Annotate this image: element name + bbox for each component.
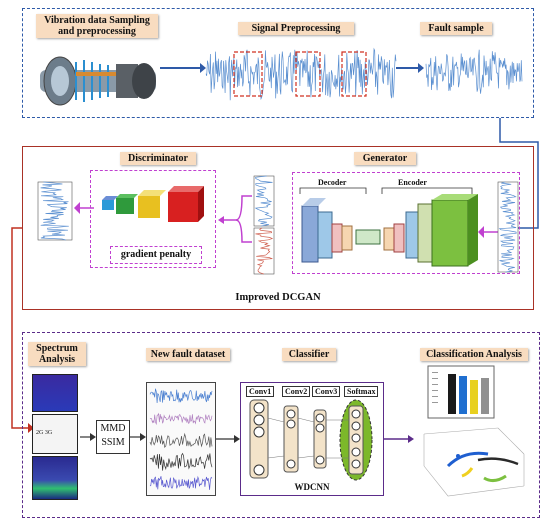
spectrum-analysis-tag: Spectrum Analysis	[28, 342, 86, 366]
classifier-tag: Classifier	[282, 348, 336, 361]
arrow-to-mmd	[80, 433, 96, 441]
dcgan-panel	[22, 146, 534, 310]
generated-signal	[253, 227, 275, 275]
encoder-label: Encoder	[398, 178, 427, 187]
softmax-label: Softmax	[344, 386, 379, 397]
dcgan-title: Improved DCGAN	[235, 292, 321, 303]
spectrum-image-1	[32, 374, 78, 412]
arrow-to-dataset	[130, 433, 146, 441]
mmd-label: MMD	[100, 423, 126, 434]
encoder-decoder-brackets	[299, 187, 473, 194]
arrow-to-analysis	[384, 435, 414, 443]
discriminator-tag: Discriminator	[120, 152, 196, 165]
conv2-label: Conv2	[282, 386, 311, 397]
feature-scatter-plot	[423, 427, 525, 497]
sampling-tag: Vibration data Sampling and preprocessin…	[36, 14, 158, 38]
discriminator-network	[102, 186, 204, 222]
arrow-to-fault-sample	[396, 63, 424, 73]
discriminator-output-signal	[37, 181, 73, 241]
wdcnn-network	[249, 399, 373, 481]
new-fault-dataset-tag: New fault dataset	[146, 348, 230, 361]
dataset-signal-1	[149, 388, 213, 404]
autoencoder-network	[301, 194, 478, 267]
mmd-ssim-box	[96, 420, 130, 454]
wdcnn-label: WDCNN	[294, 482, 330, 492]
classification-analysis-tag: Classification Analysis	[420, 348, 528, 361]
conv1-label: Conv1	[246, 386, 275, 397]
spectrum-image-3	[32, 456, 78, 500]
dataset-signal-3	[149, 432, 213, 448]
classification-panel	[22, 332, 540, 518]
arrow-to-classifier	[216, 435, 240, 443]
wdcnn-box	[240, 382, 384, 496]
branch-arrows	[218, 195, 252, 243]
segment-boxes	[233, 51, 367, 97]
dataset-signal-2	[149, 412, 213, 426]
gradient-penalty-label: gradient penalty	[120, 249, 192, 260]
spectrum-annotation: 2G 3G	[36, 430, 53, 436]
spectrum-image-2	[32, 414, 78, 454]
preprocessing-signal	[205, 47, 397, 101]
discriminator-box	[90, 170, 216, 268]
dataset-signal-4	[149, 452, 213, 471]
generator-box	[292, 172, 520, 274]
real-signal	[253, 175, 275, 227]
dataset-signal-5	[149, 475, 213, 490]
noise-input-signal	[497, 181, 519, 273]
preprocessing-tag: Signal Preprocessing	[238, 22, 354, 35]
fault-sample-tag: Fault sample	[420, 22, 492, 35]
arrow-to-preprocessing	[160, 63, 206, 73]
ssim-label: SSIM	[101, 437, 125, 448]
gas-turbine-illustration	[40, 56, 156, 106]
decoder-label: Decoder	[318, 178, 347, 187]
accuracy-bar-chart	[427, 365, 495, 419]
conv3-label: Conv3	[312, 386, 341, 397]
noise-input-arrow	[478, 226, 498, 238]
connector-row2-row3	[11, 227, 34, 433]
arrow-to-output	[74, 202, 94, 214]
gradient-penalty-box	[110, 246, 202, 264]
data-acquisition-panel	[22, 8, 534, 118]
fault-sample-signal	[425, 49, 523, 94]
generator-tag: Generator	[354, 152, 416, 165]
